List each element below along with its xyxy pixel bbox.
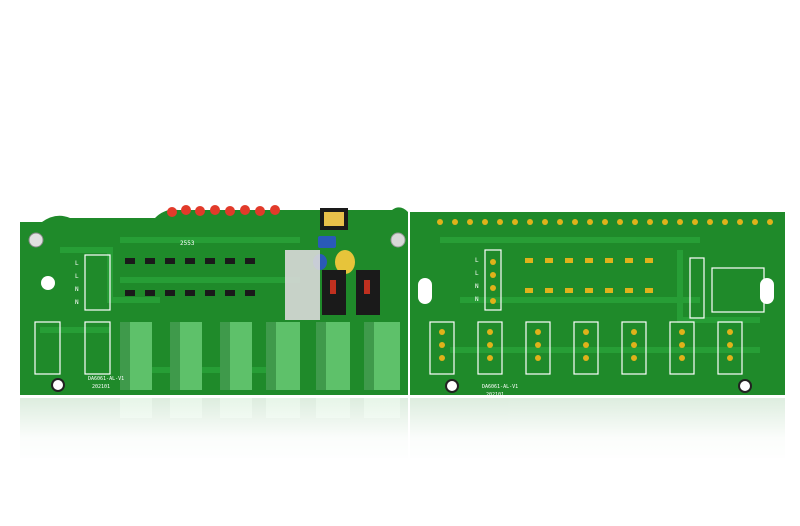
screw-terminal bbox=[266, 322, 300, 390]
silk-terminal-label: L bbox=[75, 273, 79, 280]
terminal-footprints bbox=[429, 249, 765, 375]
silk-model-label: DA6061-AL-V1 bbox=[88, 376, 124, 382]
capacitor-yellow bbox=[335, 250, 355, 274]
assembled-pcb: 2553 L L N N bbox=[20, 205, 408, 395]
electrolytic-capacitor bbox=[28, 232, 44, 248]
mounting-hole bbox=[51, 378, 65, 392]
silk-terminal-label: N bbox=[75, 286, 79, 293]
silk-date-label: 202101 bbox=[486, 392, 504, 398]
smd-components bbox=[125, 258, 255, 296]
silk-terminal-label: N bbox=[475, 283, 479, 290]
mounting-hole bbox=[445, 379, 459, 393]
led-red bbox=[255, 206, 265, 216]
led-red bbox=[167, 207, 177, 217]
led-red bbox=[240, 205, 250, 215]
screw-terminal bbox=[316, 322, 350, 390]
screw-terminals bbox=[120, 322, 400, 390]
led-red bbox=[195, 206, 205, 216]
electrolytic-capacitor bbox=[390, 232, 406, 248]
mounting-slot bbox=[418, 278, 432, 304]
silk-terminal-label: N bbox=[475, 296, 479, 303]
solder-pads bbox=[437, 219, 773, 293]
led-red bbox=[270, 205, 280, 215]
screw-terminal bbox=[364, 322, 400, 390]
reflection-fade bbox=[0, 396, 800, 466]
bare-pcb: L L N N DA6061-AL-V1 202101 bbox=[410, 212, 785, 398]
silk-terminal-label: N bbox=[75, 299, 79, 306]
silk-terminal-label: L bbox=[75, 260, 79, 267]
silk-terminal-label: L bbox=[475, 257, 479, 264]
terminal-pads bbox=[439, 259, 733, 361]
screw-terminal bbox=[170, 322, 202, 390]
led-red bbox=[210, 205, 220, 215]
silk-date-label: 202101 bbox=[92, 384, 110, 390]
capacitor-blue bbox=[318, 236, 336, 248]
relay-housing bbox=[285, 250, 320, 320]
silk-terminal-block bbox=[34, 254, 111, 375]
silk-top-label: 2553 bbox=[180, 240, 195, 247]
mounting-hole bbox=[41, 276, 55, 290]
screw-terminal bbox=[120, 322, 152, 390]
silk-model-label: DA6061-AL-V1 bbox=[482, 384, 518, 390]
led-row bbox=[167, 205, 280, 217]
led-red bbox=[181, 205, 191, 215]
mounting-hole bbox=[738, 379, 752, 393]
led-red bbox=[225, 206, 235, 216]
mounting-slot bbox=[760, 278, 774, 304]
screw-terminal bbox=[220, 322, 252, 390]
silk-terminal-label: L bbox=[475, 270, 479, 277]
